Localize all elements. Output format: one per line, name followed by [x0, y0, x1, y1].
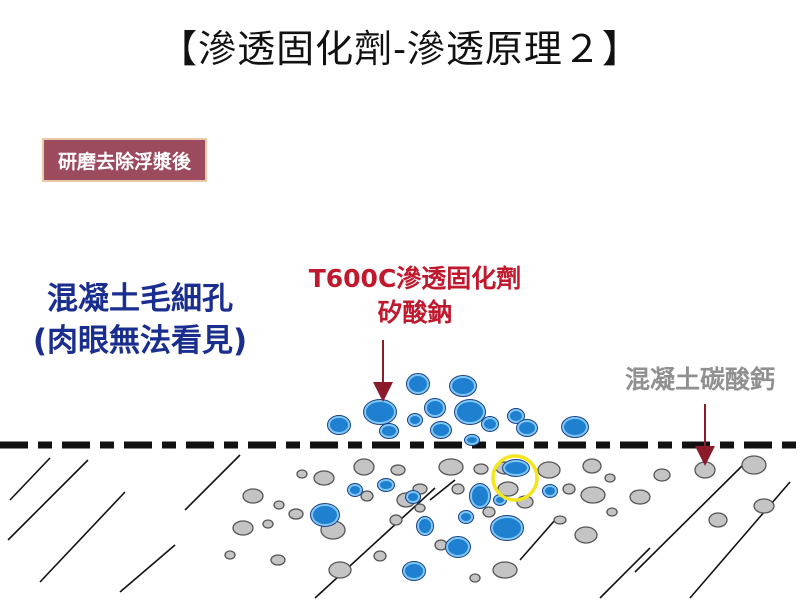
calcium-carbonate-particle: [451, 483, 465, 495]
silicate-droplet-core: [467, 437, 477, 443]
silicate-droplet-core: [410, 416, 420, 424]
calcium-carbonate-particle: [414, 503, 426, 513]
silicate-droplet-core: [366, 402, 394, 422]
silicate-droplet-core: [382, 426, 396, 436]
calcium-carbonate-particle: [582, 458, 602, 474]
silicate-droplet-core: [452, 378, 474, 394]
pore-line: [184, 454, 241, 511]
silicate-droplet-core: [484, 419, 496, 429]
step-tag: 研磨去除浮漿後: [42, 138, 208, 182]
calcium-carbonate-particle: [708, 512, 728, 528]
capillary-pore-lines: [7, 454, 791, 599]
calcium-carbonate-particle: [360, 490, 374, 502]
silicate-droplet-core: [380, 481, 392, 489]
calcium-carbonate-particle: [232, 520, 254, 536]
silicate-droplet-core: [457, 402, 483, 422]
silicate-droplet-core: [330, 418, 348, 432]
calcium-carbonate-particle: [741, 455, 767, 475]
pore-line: [429, 479, 456, 501]
calcium-carbonate-particles: [224, 455, 775, 583]
pore-line: [119, 544, 176, 593]
silicate-droplet-core: [350, 486, 360, 494]
calcium-carbonate-particle: [438, 458, 464, 476]
calcium-carbonate-particle: [373, 550, 387, 562]
calcium-carbonate-particle: [629, 489, 651, 505]
calcium-carbonate-particle: [473, 463, 489, 475]
calcium-carbonate-particle: [313, 470, 335, 486]
silicate-droplets: [310, 373, 589, 581]
pore-line: [634, 462, 746, 573]
pores-label-line1: 混凝土毛細孔: [47, 281, 233, 317]
silicate-droplet-core: [505, 462, 527, 474]
calcium-carbonate-particle: [580, 486, 606, 504]
calcium-carbonate-particle: [482, 506, 496, 518]
pore-line: [599, 547, 651, 599]
silicate-droplet-core: [496, 497, 504, 503]
silicate-droplet-core: [419, 519, 431, 533]
silicate-droplet-core: [433, 424, 449, 436]
product-label-line2: 矽酸鈉: [377, 298, 453, 327]
pores-label-line2: (肉眼無法看見): [32, 323, 248, 359]
calcium-carbonate-particle: [753, 498, 775, 514]
silicate-droplet-core: [510, 411, 522, 421]
calcium-carbonate-particle: [389, 514, 403, 526]
calcium-carbonate-particle: [353, 458, 375, 476]
pore-line: [519, 519, 556, 561]
calcium-carbonate-particle: [262, 519, 274, 529]
calcium-carbonate-particle: [296, 469, 308, 479]
silicate-droplet-core: [313, 506, 337, 524]
calcium-carbonate-particle: [537, 461, 561, 479]
pores-label: 混凝土毛細孔 (肉眼無法看見): [0, 278, 280, 362]
silicate-droplet-core: [564, 419, 586, 435]
calcium-carbonate-particle: [553, 515, 567, 525]
silicate-droplet-core: [472, 486, 488, 506]
silicate-droplet-core: [405, 564, 423, 578]
pore-line: [39, 491, 126, 583]
silicate-droplet-core: [519, 422, 535, 434]
carbonate-label: 混凝土碳酸鈣: [624, 365, 775, 394]
pore-line: [9, 457, 51, 501]
calcium-carbonate-particle: [574, 526, 598, 544]
calcium-carbonate-particle: [606, 507, 618, 517]
calcium-carbonate-particle: [328, 561, 352, 579]
pore-line: [689, 481, 791, 599]
calcium-carbonate-particle: [288, 508, 304, 520]
calcium-carbonate-particle: [604, 473, 616, 483]
calcium-carbonate-particle: [469, 573, 481, 583]
calcium-carbonate-particle: [497, 481, 519, 497]
silicate-droplet-core: [448, 539, 468, 555]
calcium-carbonate-particle: [694, 461, 716, 479]
page-title: 【滲透固化劑-滲透原理２】: [159, 27, 641, 71]
product-label-line1: T600C滲透固化劑: [308, 264, 522, 293]
silicate-droplet-core: [493, 518, 521, 538]
pore-line: [7, 459, 89, 541]
calcium-carbonate-particle: [270, 554, 286, 566]
reaction-highlight-ring: [491, 454, 539, 502]
silicate-droplet-core: [409, 376, 427, 392]
calcium-carbonate-particle: [390, 464, 406, 476]
calcium-carbonate-particle: [224, 550, 236, 560]
calcium-carbonate-particle: [492, 561, 518, 579]
silicate-droplet-core: [461, 513, 471, 521]
silicate-droplet-core: [408, 493, 418, 501]
silicate-droplet-core: [545, 487, 555, 495]
calcium-carbonate-particle: [242, 488, 264, 504]
calcium-carbonate-particle: [653, 468, 671, 482]
silicate-droplet-core: [427, 401, 443, 415]
product-label: T600C滲透固化劑 矽酸鈉: [270, 262, 560, 330]
calcium-carbonate-particle: [273, 500, 285, 510]
calcium-carbonate-particle: [562, 483, 576, 495]
